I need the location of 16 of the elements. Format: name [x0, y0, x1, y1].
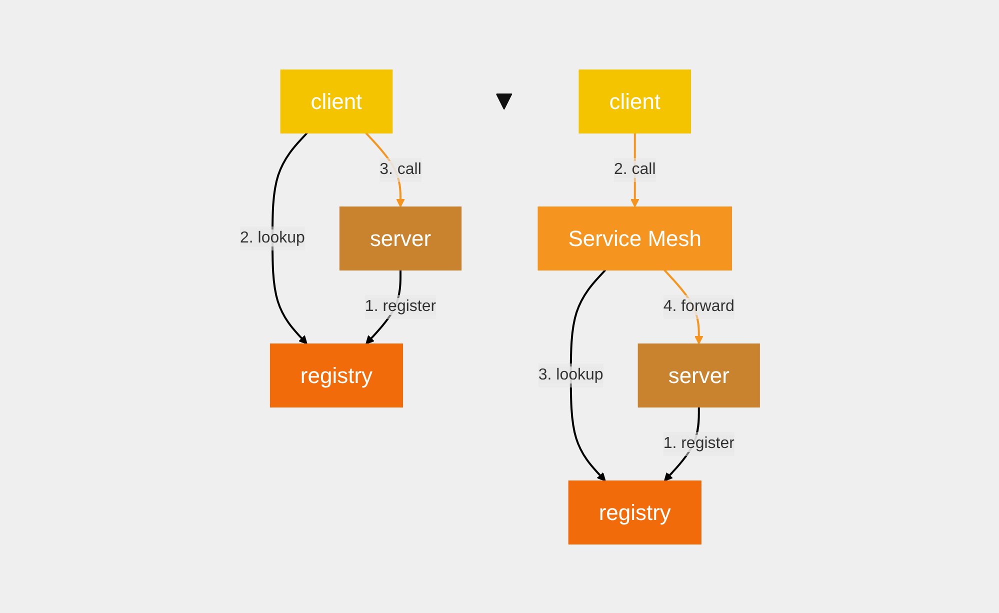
arrow — [271, 132, 308, 344]
edge-label: 3. lookup — [538, 366, 604, 383]
edge-label: 2. call — [614, 160, 656, 178]
edge-label: 3. call — [379, 160, 422, 178]
node-box: Service Mesh — [538, 206, 732, 270]
node-box: client — [578, 69, 691, 133]
node-box: registry — [270, 343, 403, 407]
node-box: client — [280, 69, 392, 133]
arrow — [570, 268, 606, 481]
edge-label: 1. register — [663, 434, 734, 452]
edge-label: 4. forward — [663, 297, 734, 314]
node-box: registry — [568, 480, 702, 544]
node-box: server — [638, 343, 760, 407]
edge-label: 2. lookup — [240, 228, 305, 246]
node-box: server — [339, 206, 462, 270]
edge-label: 1. register — [364, 297, 436, 314]
